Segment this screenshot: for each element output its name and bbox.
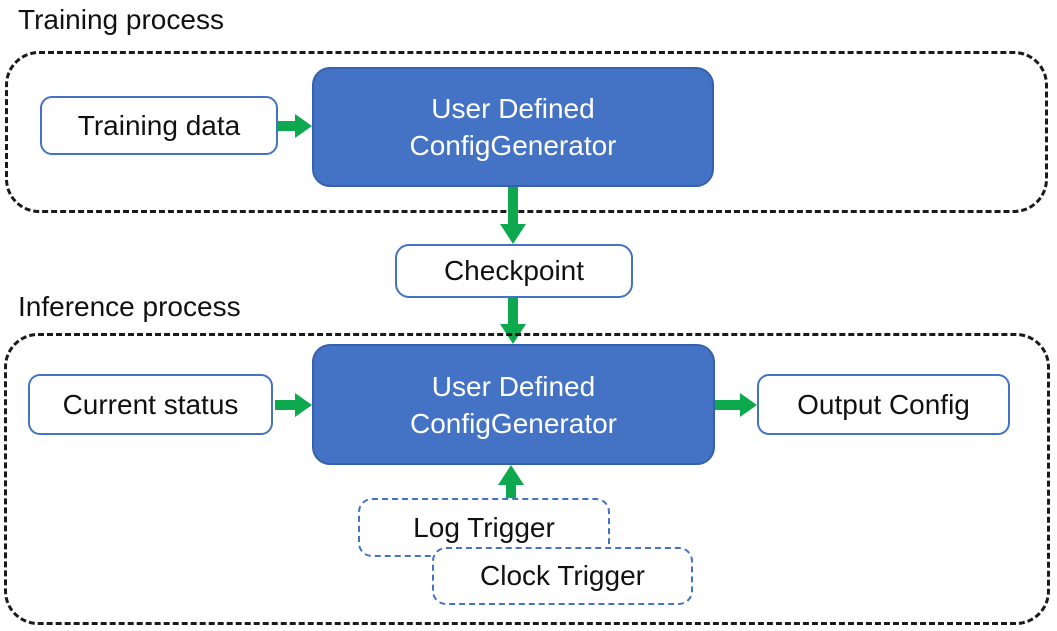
arrow-generator-to-checkpoint <box>500 187 526 244</box>
arrow-training-data-to-generator <box>277 114 312 138</box>
arrow-current-status-to-generator <box>275 393 312 417</box>
training-data-node: Training data <box>40 96 278 155</box>
inference-process-label: Inference process <box>18 291 241 322</box>
training-process-label: Training process <box>18 4 224 35</box>
training-process-container <box>5 51 1048 213</box>
checkpoint-node: Checkpoint <box>395 244 633 298</box>
arrow-shaft <box>506 483 516 498</box>
arrow-generator-to-output-config <box>715 393 757 417</box>
training-config-generator-node: User Defined ConfigGenerator <box>312 67 714 187</box>
generator-line2: ConfigGenerator <box>409 407 617 439</box>
arrow-head <box>740 393 757 417</box>
inference-process-container <box>4 333 1050 625</box>
output-config-node: Output Config <box>757 374 1010 435</box>
arrow-shaft <box>277 121 297 131</box>
clock-trigger-node: Clock Trigger <box>432 547 693 605</box>
arrow-shaft <box>508 187 518 226</box>
generator-line2: ConfigGenerator <box>409 130 617 161</box>
generator-line1: User Defined <box>431 370 596 402</box>
arrow-shaft <box>508 298 518 326</box>
generator-line1: User Defined <box>431 93 595 124</box>
arrow-head <box>500 224 526 244</box>
arrow-shaft <box>715 400 742 410</box>
inference-config-generator-node: User Defined ConfigGenerator <box>312 344 715 465</box>
arrow-head <box>295 114 312 138</box>
arrow-head <box>295 393 312 417</box>
arrow-shaft <box>275 400 297 410</box>
arrow-triggers-to-generator <box>498 465 524 498</box>
arrow-head <box>498 465 524 485</box>
current-status-node: Current status <box>28 374 273 435</box>
